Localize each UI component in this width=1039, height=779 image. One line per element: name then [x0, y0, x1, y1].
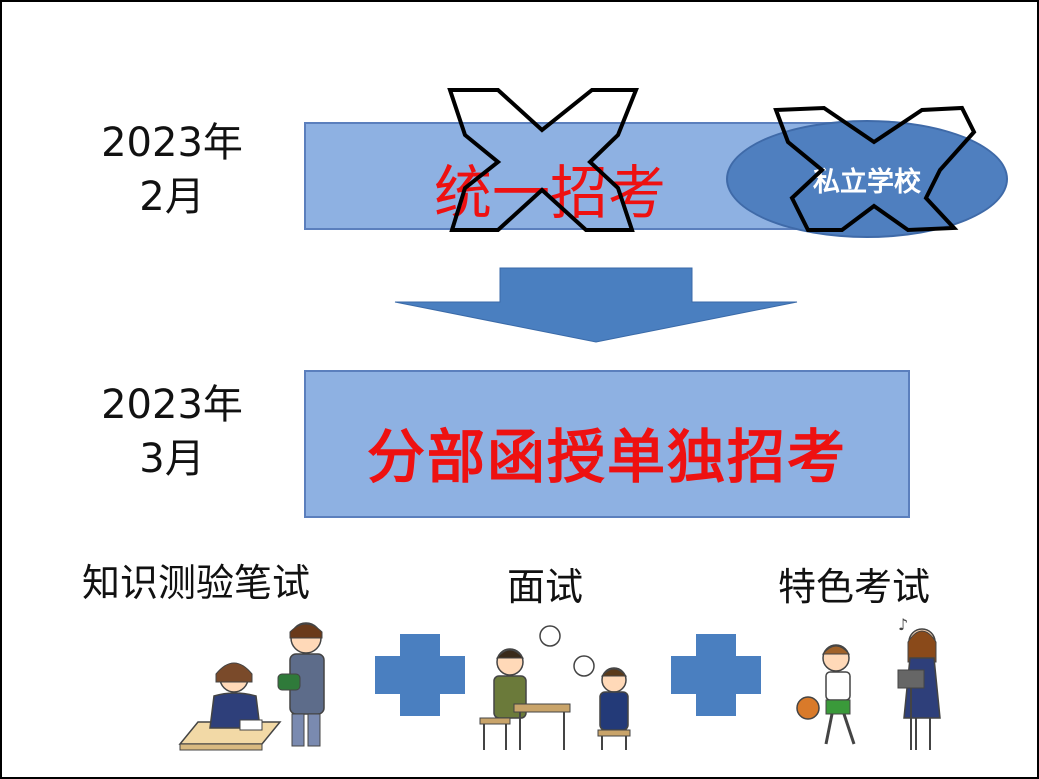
interview-illustration [479, 625, 631, 750]
date-mar-2023: 2023年 3月 [77, 378, 267, 486]
date-year: 2023年 [101, 382, 243, 428]
method-special-exam: 特色考试 [778, 565, 931, 609]
svg-text:♪: ♪ [898, 615, 908, 634]
plus-icon [671, 634, 761, 716]
date-month: 3月 [139, 436, 205, 482]
cross-out-icon [447, 88, 639, 232]
date-feb-2023: 2023年 2月 [77, 116, 267, 224]
private-school-label: 私立学校 [813, 167, 921, 198]
separate-exam-title: 分部函授单独招考 [366, 423, 847, 491]
date-year: 2023年 [101, 120, 243, 166]
private-school-ellipse [726, 120, 1008, 238]
plus-icon [375, 634, 465, 716]
special-talent-illustration: ♪ [796, 615, 941, 750]
method-written-test: 知识测验笔试 [82, 561, 311, 605]
date-month: 2月 [139, 174, 205, 220]
written-exam-illustration [178, 622, 325, 751]
method-interview: 面试 [507, 565, 584, 609]
separate-exam-box [304, 370, 910, 518]
down-arrow-icon [394, 267, 798, 343]
cross-out-icon [773, 105, 977, 233]
